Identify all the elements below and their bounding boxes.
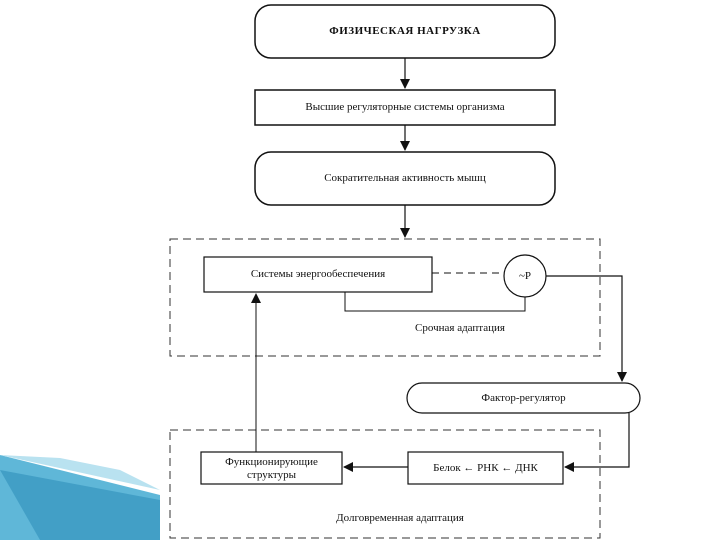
long-term-adaptation-label: Долговременная адаптация xyxy=(300,512,500,524)
title-label: ФИЗИЧЕСКАЯ НАГРУЗКА xyxy=(255,25,555,37)
functioning-structures-label-2: структуры xyxy=(201,469,342,481)
muscle-activity-label: Сократительная активность мышц xyxy=(255,172,555,184)
arrow-p-to-factor xyxy=(546,276,622,381)
protein-chain-label: Белок ← РНК ← ДНК xyxy=(408,462,563,474)
link-p-to-energy xyxy=(345,292,525,311)
functioning-structures-label-1: Функционирующие xyxy=(201,456,342,468)
regulatory-systems-label: Высшие регуляторные системы организма xyxy=(255,101,555,113)
factor-regulator-label: Фактор-регулятор xyxy=(407,392,640,404)
p-circle-label: ~P xyxy=(505,270,545,282)
energy-systems-label: Системы энергообеспечения xyxy=(204,268,432,280)
link-factor-to-protein xyxy=(565,413,629,467)
decorative-swoosh xyxy=(0,455,160,540)
urgent-adaptation-label: Срочная адаптация xyxy=(390,322,530,334)
